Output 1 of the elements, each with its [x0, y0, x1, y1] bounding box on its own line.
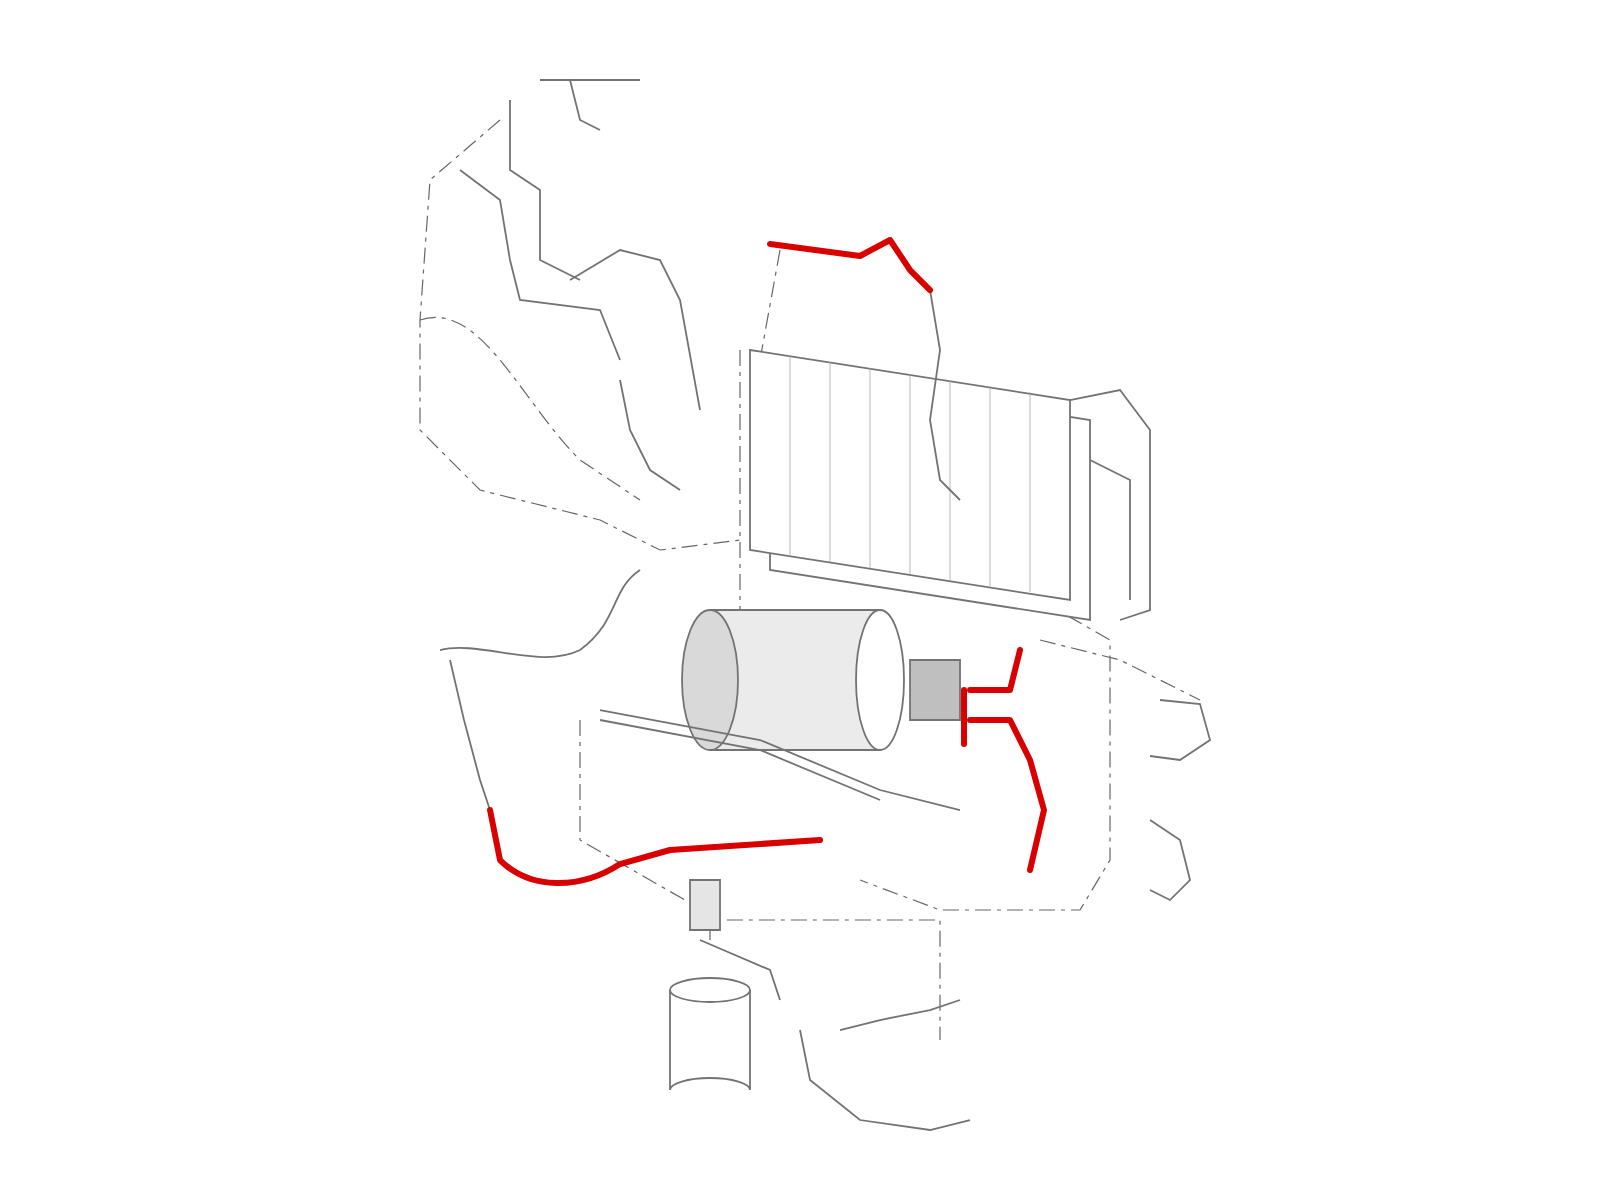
hose-system-drawing [419, 79, 1212, 1131]
